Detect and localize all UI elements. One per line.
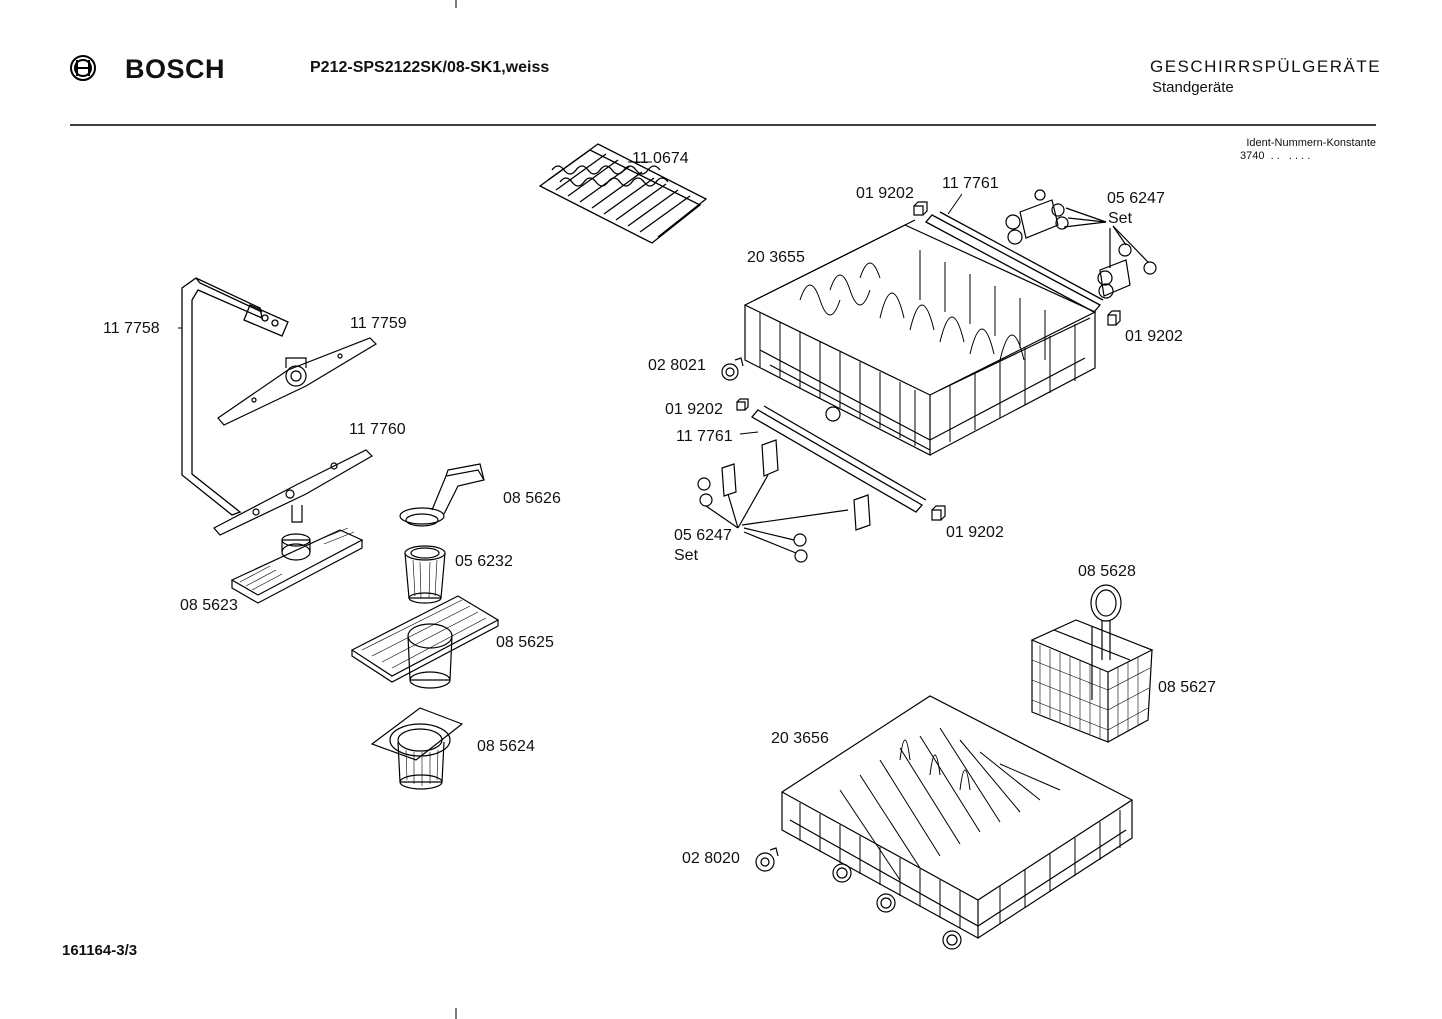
product-subcategory: Standgeräte: [1152, 79, 1234, 96]
wheel-set-bottom-drawing: [698, 440, 870, 562]
product-category: GESCHIRRSPÜLGERÄTE: [1150, 57, 1382, 76]
clip-right-drawing: [1108, 311, 1120, 325]
part-label-203656: 20 3656: [771, 730, 829, 747]
spray-hub-drawing: [232, 528, 362, 603]
part-label-085625: 08 5625: [496, 634, 554, 651]
leader-117761a: [948, 194, 962, 214]
part-label-117761-bottom: 11 7761: [676, 428, 733, 445]
part-label-085628: 08 5628: [1078, 563, 1136, 580]
upper-basket-drawing: [745, 220, 1095, 455]
part-label-117761-top: 11 7761: [942, 175, 999, 192]
brand-name: BOSCH: [125, 54, 226, 84]
part-label-056247-bottom: 05 6247: [674, 527, 732, 544]
part-label-056232: 05 6232: [455, 553, 513, 570]
part-label-203655: 20 3655: [747, 249, 805, 266]
clip-bottom-drawing: [932, 506, 945, 520]
part-label-085626: 08 5626: [503, 490, 561, 507]
wheel-set-top-drawing: [1006, 190, 1156, 298]
cutlery-basket-drawing: [1032, 585, 1152, 742]
part-label-085627: 08 5627: [1158, 679, 1216, 696]
micro-filter-drawing: [405, 546, 445, 603]
part-label-056247-top-set: Set: [1108, 210, 1133, 227]
model-designation: P212-SPS2122SK/08-SK1,weiss: [310, 59, 550, 76]
part-label-110674: 11 0674: [632, 150, 689, 167]
upper-spray-arm-drawing: [218, 338, 376, 425]
part-label-019202-top: 01 9202: [856, 185, 914, 202]
part-label-056247-bottom-set: Set: [674, 547, 699, 564]
part-label-085623: 08 5623: [180, 597, 238, 614]
part-label-019202-midleft: 01 9202: [665, 401, 723, 418]
part-label-056247-top: 05 6247: [1107, 190, 1165, 207]
lower-spray-arm-drawing: [214, 450, 372, 535]
ident-label: Ident-Nummern-Konstante: [1246, 137, 1376, 149]
rail-top-drawing: [926, 212, 1103, 312]
clip-midleft-drawing: [737, 399, 748, 410]
document-code: 161164-3/3: [62, 942, 138, 959]
clip-top-drawing: [914, 202, 927, 215]
lower-basket-drawing: [782, 696, 1132, 949]
part-label-117758: 11 7758: [103, 320, 160, 337]
part-label-085624: 08 5624: [477, 738, 535, 755]
ident-value: 3740 . . . . . .: [1240, 150, 1311, 162]
wheel-028020-drawing: [756, 848, 778, 871]
part-label-028020: 02 8020: [682, 850, 740, 867]
wheel-028021-drawing: [722, 358, 743, 380]
rail-bottom-drawing: [752, 406, 926, 512]
cutlery-rack-drawing: [540, 144, 706, 243]
leader-117761b: [740, 432, 758, 434]
part-label-117760: 11 7760: [349, 421, 406, 438]
part-label-028021: 02 8021: [648, 357, 706, 374]
part-label-019202-bottom: 01 9202: [946, 524, 1004, 541]
bosch-logo-icon: [71, 56, 95, 80]
part-label-019202-right: 01 9202: [1125, 328, 1183, 345]
part-label-117759: 11 7759: [350, 315, 407, 332]
supply-pipe-drawing: [182, 278, 288, 515]
filter-plate-drawing: [352, 596, 498, 688]
filter-cover-drawing: [400, 464, 484, 526]
coarse-filter-drawing: [372, 708, 462, 789]
